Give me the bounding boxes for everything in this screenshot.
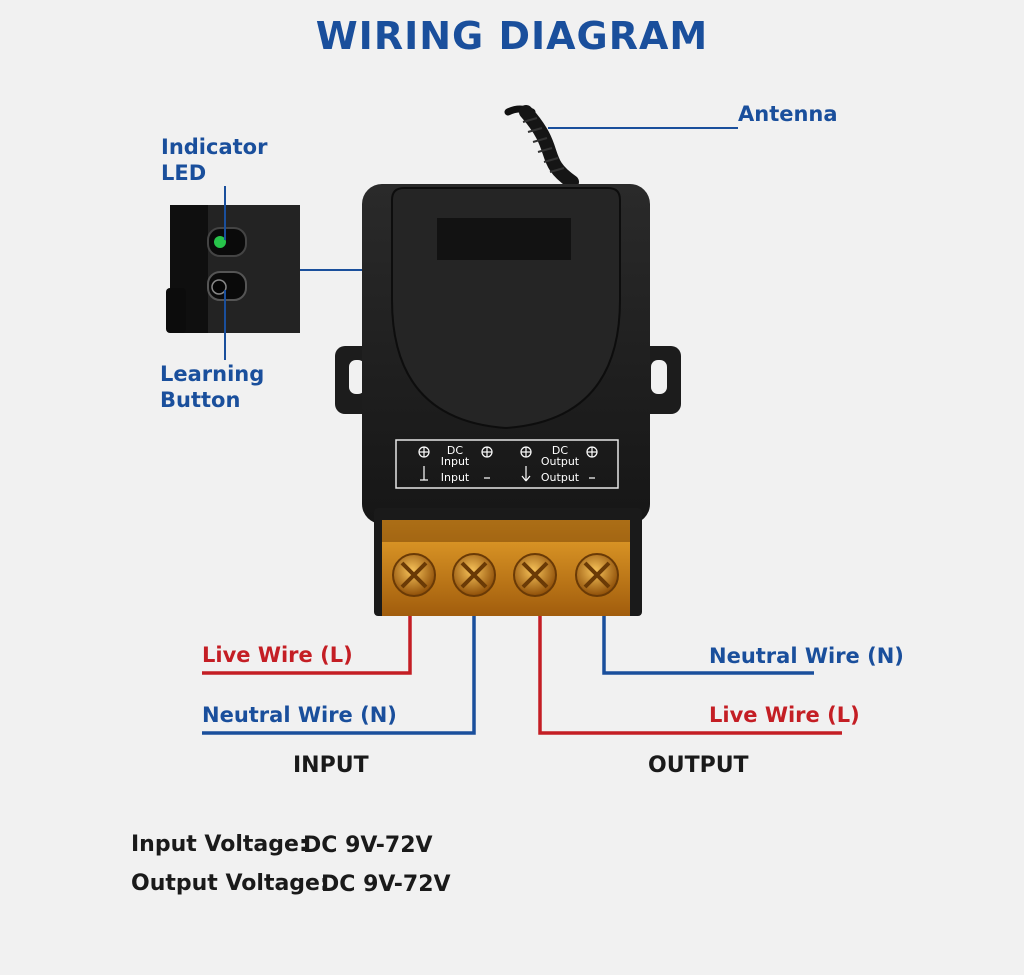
terminal-input-label-1: Input [441,455,470,468]
terminal-screw-1 [392,553,436,597]
terminal-markings-panel: DC Input Input DC Output Output [395,439,619,489]
output-voltage-value: DC 9V-72V [321,872,451,897]
indicator-led-light [214,236,226,248]
terminal-screw-2 [452,553,496,597]
terminal-input-label-2: Input [441,471,470,484]
mounting-hole-left [349,360,365,394]
learning-button-label-line-2: Button [160,388,241,412]
output-neutral-wire [602,616,814,675]
learning-button-label-line-1: Learning [160,362,265,386]
output-live-wire [538,616,842,735]
mounting-hole-right [651,360,667,394]
output-live-wire-label: Live Wire (L) [709,703,860,727]
input-section-label: INPUT [293,753,369,778]
antenna-label: Antenna [738,102,838,126]
input-voltage-value: DC 9V-72V [303,833,433,858]
page-title: WIRING DIAGRAM [315,14,709,58]
terminal-dc-label-2: DC [552,444,568,457]
terminal-dc-label-1: DC [447,444,463,457]
output-section-label: OUTPUT [648,753,749,778]
indicator-led-label-line-2: LED [161,161,207,185]
output-neutral-wire-label: Neutral Wire (N) [709,644,904,668]
led-button-inset [166,205,300,333]
input-neutral-wire-label: Neutral Wire (N) [202,703,397,727]
input-live-wire-label: Live Wire (L) [202,643,353,667]
input-live-wire [202,616,412,675]
terminal-screw-4 [575,553,619,597]
terminal-output-label-1: Output [541,455,580,468]
terminal-screw-3 [513,553,557,597]
input-voltage-label: Input Voltage: [131,832,308,857]
terminal-output-label-2: Output [541,471,580,484]
terminal-block [374,508,642,616]
output-voltage-label: Output Voltage: [131,871,329,896]
receiver-window [437,218,571,260]
learning-button-knob [211,279,227,295]
indicator-led-label-line-1: Indicator [161,135,268,159]
antenna-coil [504,105,579,189]
input-neutral-wire [202,616,476,735]
